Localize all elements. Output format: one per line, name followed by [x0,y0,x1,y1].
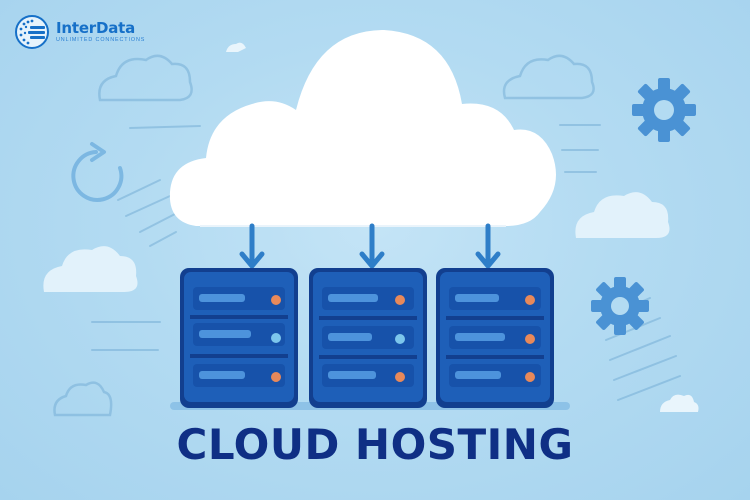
status-led [525,334,535,344]
gear-icon [632,78,696,142]
status-led [395,334,405,344]
status-led [271,333,281,343]
hero-title: CLOUD HOSTING [176,420,574,469]
outline-cloud-icon [502,54,595,100]
status-led [271,372,281,382]
status-led [395,372,405,382]
main-cloud-icon [169,30,556,227]
arrow-down-icon [475,223,501,269]
brand-tagline: UNLIMITED CONNECTIONS [56,36,146,43]
interdata-logo[interactable]: InterData UNLIMITED CONNECTIONS [14,14,145,50]
small-cloud-icon [575,192,670,238]
outline-cloud-icon [53,381,113,417]
server-rack-icon [180,268,298,408]
refresh-icon [71,150,124,202]
arrow-down-icon [359,223,385,269]
status-led [395,295,405,305]
small-cloud-icon [43,246,138,292]
status-led [271,295,281,305]
outline-cloud-icon [98,54,193,102]
globe-icon [15,15,49,49]
refresh-arrowhead [90,142,106,162]
status-led [525,372,535,382]
arrow-down-icon [239,223,265,269]
tiny-cloud-icon [660,394,699,412]
gear-icon [591,277,649,335]
server-rack-icon [309,268,427,408]
brand-name: InterData [56,18,136,37]
server-rack-icon [436,268,554,408]
status-led [525,295,535,305]
tiny-cloud-icon [226,42,246,52]
